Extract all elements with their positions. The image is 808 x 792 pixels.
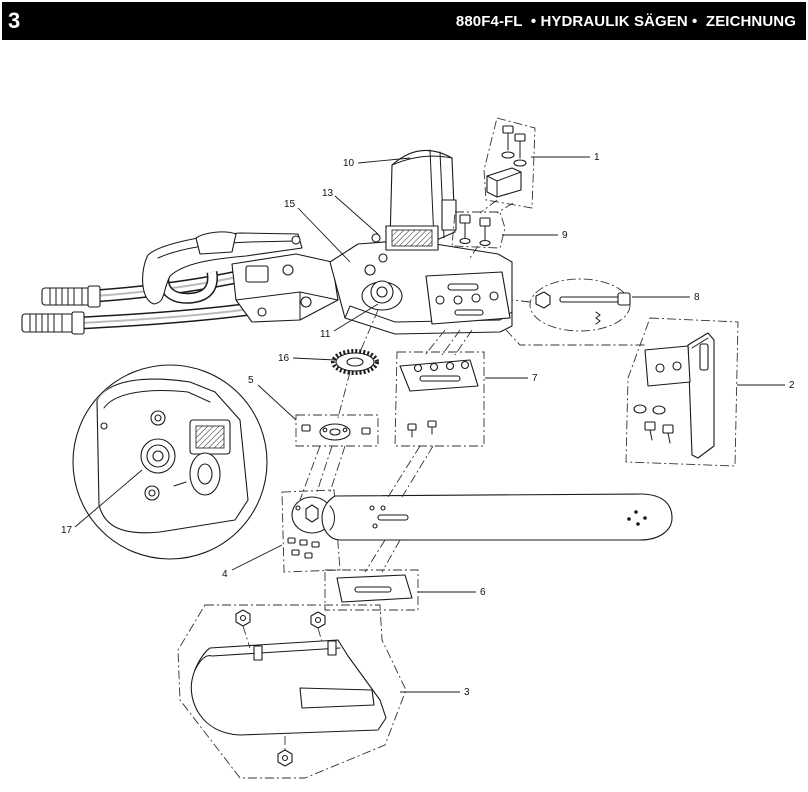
page-number: 3: [8, 8, 21, 33]
callout-11: 11: [320, 329, 331, 340]
part-6-plate: [324, 569, 419, 611]
callout-8: 8: [694, 292, 700, 303]
mounting-plate: [425, 271, 511, 325]
hydraulic-hoses: [79, 269, 259, 330]
leader-line-13: [334, 195, 379, 235]
callout-10: 10: [343, 158, 355, 169]
leader-line-10: [357, 157, 411, 164]
callout-6: 6: [480, 587, 486, 598]
part-5-flange: [295, 414, 379, 447]
callout-1: 1: [594, 152, 600, 163]
callout-13: 13: [322, 188, 334, 199]
leader-line-16: [292, 357, 337, 361]
part-16-sprocket: [331, 349, 379, 375]
callout-2: 2: [789, 380, 795, 391]
callout-9: 9: [562, 230, 568, 241]
leader-lines: [74, 156, 785, 693]
hose-fitting-upper: [41, 285, 101, 308]
hydraulic-motor: [389, 149, 457, 243]
leader-line-11: [333, 303, 379, 332]
callout-7: 7: [532, 373, 538, 384]
callout-16: 16: [278, 353, 290, 364]
callout-labels: 1 10 13 15 9 8 11 16 7 2 5 17 4 6 3: [61, 152, 795, 698]
valve-block: [231, 253, 339, 323]
hose-fitting-lower: [21, 311, 85, 335]
page-header: 3 880F4-FL • HYDRAULIK SÄGEN • ZEICHNUNG: [2, 2, 806, 40]
leader-line-4: [231, 544, 283, 571]
part-7-plate: [394, 351, 485, 447]
leader-line-15: [297, 207, 351, 263]
guide-bar: [321, 493, 673, 541]
callout-3: 3: [464, 687, 470, 698]
callout-4: 4: [222, 569, 228, 580]
callout-5: 5: [248, 375, 254, 386]
exploded-view-centerlines: [299, 199, 645, 573]
part-17-detail-inset: [72, 364, 268, 560]
leader-line-5: [257, 384, 297, 421]
drive-hub: [361, 280, 403, 311]
trigger-handle: [142, 231, 303, 305]
part-3-cover: [177, 604, 407, 779]
motor-mount-box: [371, 225, 439, 251]
part-4-clutch-disk: [281, 489, 341, 573]
callout-15: 15: [284, 199, 296, 210]
part-8-tension-rod: [529, 278, 631, 332]
page-title: 880F4-FL • HYDRAULIK SÄGEN • ZEICHNUNG: [455, 12, 796, 30]
callout-17: 17: [61, 525, 73, 536]
part-1-bolts-bracket: [483, 117, 536, 209]
part-2-bracket-plate: [625, 317, 739, 467]
leader-line-17: [74, 469, 143, 528]
part-9-bolts: [451, 211, 506, 249]
